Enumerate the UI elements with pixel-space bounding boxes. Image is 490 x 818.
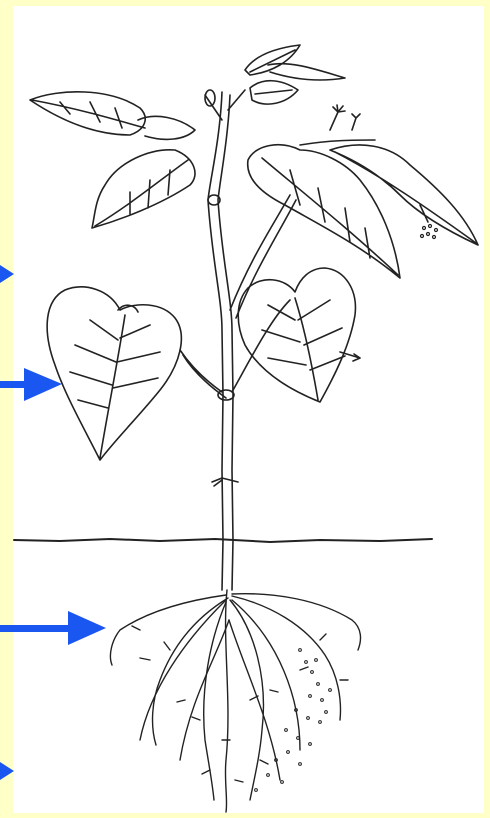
arrow-3 xyxy=(0,611,106,645)
left-petiole xyxy=(180,350,226,398)
arrow-4 xyxy=(0,762,14,780)
far-right-leaf xyxy=(330,145,478,245)
soil-particles xyxy=(255,649,332,792)
arrow-1 xyxy=(0,265,14,283)
upper-right-leaf xyxy=(248,145,400,278)
upper-left-leaf-2 xyxy=(92,150,195,228)
top-leaf-1 xyxy=(245,45,300,75)
lower-right-leaf xyxy=(238,268,355,402)
upper-left-leaf xyxy=(30,92,145,135)
lower-left-leaf xyxy=(47,287,181,460)
right-branch xyxy=(230,195,296,318)
main-stem xyxy=(208,92,223,590)
arrow-2 xyxy=(0,368,62,401)
top-leaf-2 xyxy=(250,81,298,104)
